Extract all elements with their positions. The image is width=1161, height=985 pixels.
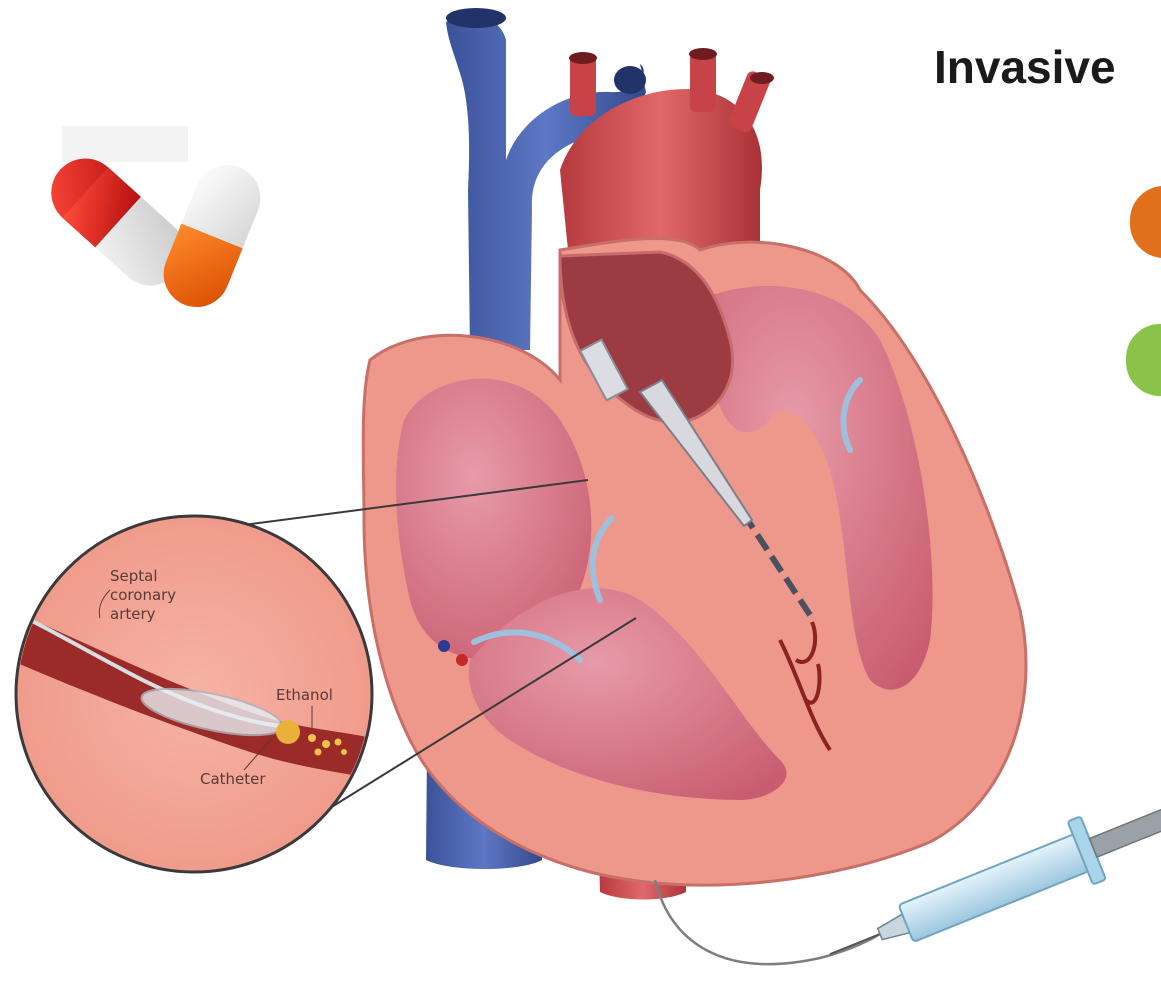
label-septal: Septal xyxy=(110,567,158,585)
label-coronary: coronary xyxy=(110,586,176,604)
label-artery: artery xyxy=(110,605,156,623)
label-ethanol: Ethanol xyxy=(276,686,333,704)
page-title: Invasive xyxy=(934,40,1116,94)
label-catheter: Catheter xyxy=(200,770,266,788)
capsule-pills-icon xyxy=(37,126,270,317)
zoom-inset: Septal coronary artery Ethanol Catheter xyxy=(10,516,380,872)
heart-illustration xyxy=(363,8,1026,964)
